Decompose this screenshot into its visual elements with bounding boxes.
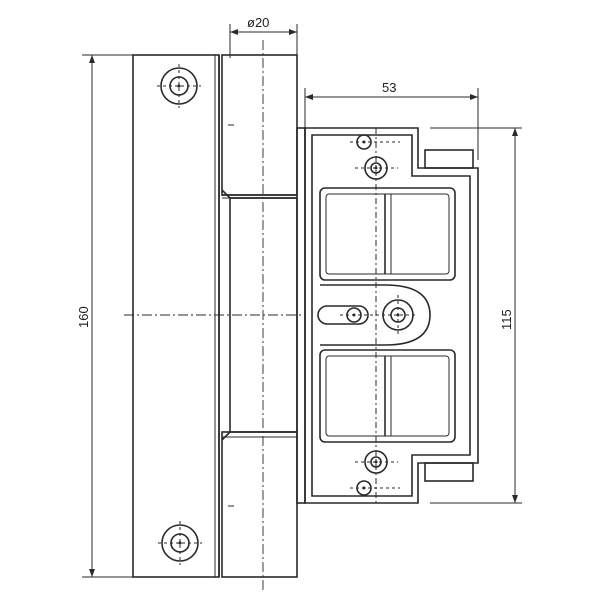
dimension-diameter: ø20 [229, 15, 298, 58]
screw-hole-icon [157, 64, 201, 108]
dimension-body-height: 115 [430, 127, 522, 504]
screw-hole-icon [158, 521, 202, 565]
hinge-barrel [221, 54, 298, 578]
dimension-width: 53 [304, 80, 479, 160]
body-height-label: 115 [499, 309, 514, 330]
diameter-label: ø20 [247, 15, 269, 30]
total-height-label: 160 [76, 306, 91, 328]
width-label: 53 [382, 80, 396, 95]
hinge-body [296, 127, 479, 504]
hinge-leaf-plate [132, 54, 220, 578]
dimension-total-height: 160 [76, 54, 133, 578]
